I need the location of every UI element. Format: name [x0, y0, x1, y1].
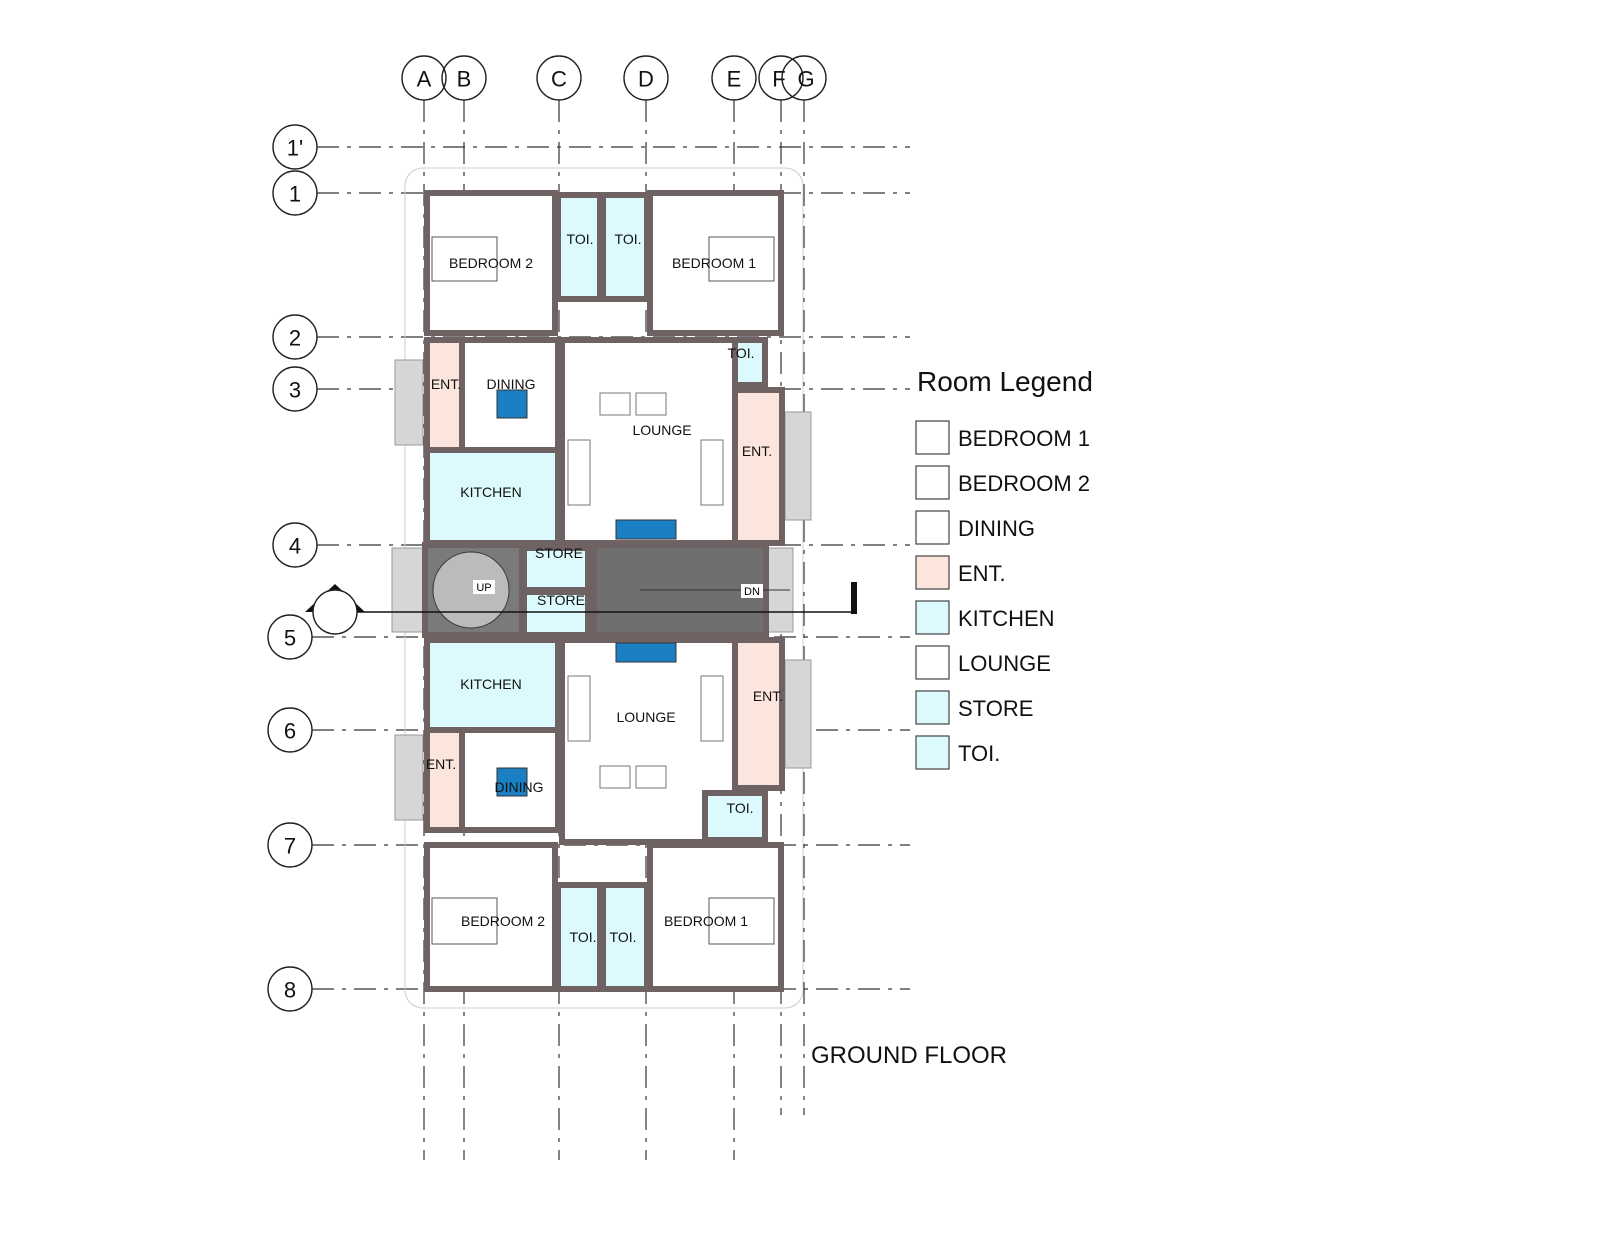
stair-up-label: UP [476, 582, 491, 594]
legend-label: DINING [958, 516, 1035, 541]
stove-icon [615, 642, 677, 663]
legend-label: TOI. [958, 741, 1000, 766]
sofa-icon [635, 392, 667, 416]
legend-title: Room Legend [917, 366, 1093, 397]
room-label: DINING [487, 376, 536, 392]
grid-row-label: 2 [289, 326, 301, 351]
legend-swatch [915, 600, 950, 635]
legend-label: KITCHEN [958, 606, 1055, 631]
view-title: GROUND FLOOR [811, 1042, 1007, 1069]
legend-item: KITCHEN [915, 600, 1055, 635]
room-upper-ent-left[interactable] [424, 337, 465, 453]
grid-column-label: G [797, 67, 814, 92]
room-label: TOI. [570, 929, 597, 945]
room-label: BEDROOM 2 [461, 913, 545, 929]
room-label: TOI. [615, 231, 642, 247]
grid-row-label: 6 [284, 719, 296, 744]
grid-row-label: 7 [284, 834, 296, 859]
grid-column-label: D [638, 67, 654, 92]
room-label: ENT. [753, 688, 783, 704]
room-label: STORE [537, 592, 585, 608]
bed-icon [708, 897, 775, 945]
legend-item: BEDROOM 2 [915, 465, 1090, 500]
legend-swatch [915, 420, 950, 455]
legend-item: LOUNGE [915, 645, 1051, 680]
room-label: TOI. [610, 929, 637, 945]
room-upper-toi-right[interactable] [600, 192, 650, 302]
room-label: BEDROOM 1 [664, 913, 748, 929]
room-label: ENT. [431, 376, 461, 392]
bed-icon [431, 236, 498, 282]
stove-icon [615, 519, 677, 540]
room-lower-ent-left[interactable] [424, 727, 465, 833]
spiral-stair-icon [432, 551, 510, 629]
grid-row-label: 4 [289, 534, 301, 559]
legend-label: STORE [958, 696, 1033, 721]
room-label: STORE [535, 545, 583, 561]
legend-item: STORE [915, 690, 1033, 725]
sofa-icon [635, 765, 667, 789]
room-labels: BEDROOM 2 TOI. TOI. BEDROOM 1 TOI. ENT. … [426, 231, 783, 945]
section-marker[interactable] [305, 582, 857, 635]
legend-swatch [915, 465, 950, 500]
room-label: BEDROOM 2 [449, 255, 533, 271]
room-label: DINING [495, 779, 544, 795]
room-label: ENT. [742, 443, 772, 459]
legend-swatch [915, 645, 950, 680]
room-upper-ent-right[interactable] [732, 387, 785, 546]
sofa-icon [700, 439, 724, 506]
grid-row-label: 1 [289, 182, 301, 207]
room-lower-ent-right[interactable] [732, 637, 785, 791]
legend-label: ENT. [958, 561, 1006, 586]
room-upper-toi-left[interactable] [555, 192, 603, 302]
bed-icon [708, 236, 775, 282]
grid-column-label: A [417, 67, 432, 92]
legend-item: BEDROOM 1 [915, 420, 1090, 455]
grid-column-label: B [457, 67, 472, 92]
dining-table-icon [496, 389, 528, 419]
room-label: KITCHEN [460, 484, 521, 500]
dining-table-icon [496, 767, 528, 797]
bed-icon [431, 897, 498, 945]
legend-swatch [915, 735, 950, 770]
column-bubbles: A B C D E F G [401, 55, 827, 101]
legend-label: LOUNGE [958, 651, 1051, 676]
sofa-icon [700, 675, 724, 742]
legend-label: BEDROOM 2 [958, 471, 1090, 496]
grid-row-label: 3 [289, 378, 301, 403]
room-label: LOUNGE [632, 422, 691, 438]
room-lower-kitchen[interactable] [424, 637, 561, 733]
legend-item: ENT. [915, 555, 1006, 590]
room-label: LOUNGE [616, 709, 675, 725]
grid-row-label: 8 [284, 978, 296, 1003]
grid-column-label: E [727, 67, 742, 92]
room-label: TOI. [728, 345, 755, 361]
room-label: KITCHEN [460, 676, 521, 692]
sofa-icon [599, 392, 631, 416]
legend-swatch [915, 510, 950, 545]
sofa-icon [599, 765, 631, 789]
room-store-bottom[interactable] [521, 589, 591, 638]
sofa-icon [567, 439, 591, 506]
room-lower-toi-lounge[interactable] [702, 790, 768, 843]
legend-swatch [915, 555, 950, 590]
grid-row-label: 5 [284, 626, 296, 651]
room-legend: Room Legend BEDROOM 1 BEDROOM 2 DINING ENT.… [915, 366, 1093, 770]
furniture [431, 236, 790, 945]
legend-item: DINING [915, 510, 1035, 545]
legend-item: TOI. [915, 735, 1000, 770]
legend-swatch [915, 690, 950, 725]
room-label: ENT. [426, 756, 456, 772]
stair-down-label: DN [744, 586, 760, 598]
room-label: TOI. [567, 231, 594, 247]
row-bubbles: 1' 1 2 3 4 5 6 7 8 [267, 124, 318, 1012]
grid-column-label: C [551, 67, 567, 92]
grid-row-label: 1' [287, 136, 303, 161]
room-label: BEDROOM 1 [672, 255, 756, 271]
room-label: TOI. [727, 800, 754, 816]
sofa-icon [567, 675, 591, 742]
legend-label: BEDROOM 1 [958, 426, 1090, 451]
